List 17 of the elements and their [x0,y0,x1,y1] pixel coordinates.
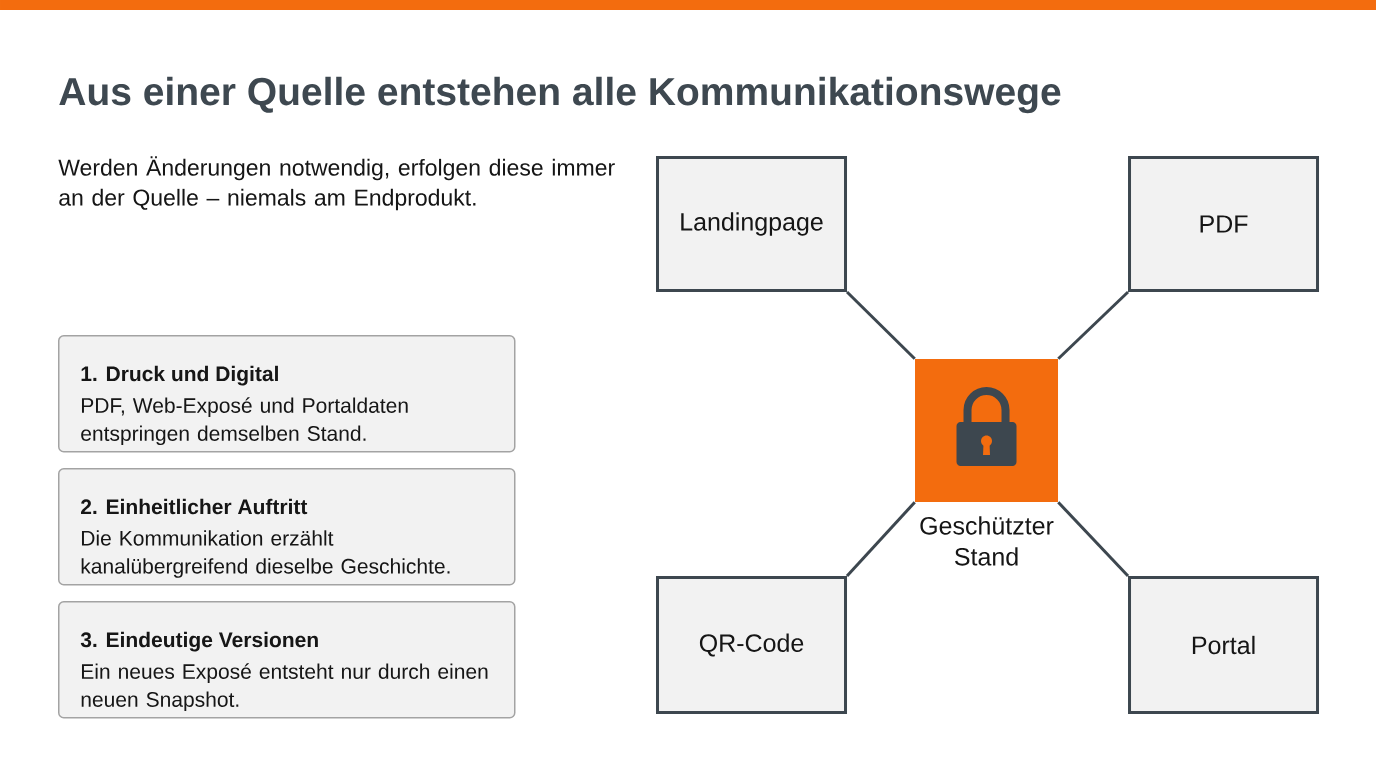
card-heading: 3. Eindeutige Versionen [80,631,318,652]
process-box: Landingpage [656,156,847,292]
title: Aus einer Quelle entstehen alle Kommunikationswege [59,76,1061,114]
connector-line [845,290,916,360]
card-heading: 1. Druck und Digital [81,365,278,386]
connector-line [845,501,916,578]
card-text: Ein neues Exposé entsteht nur durch einen neuen Snapshot. [81,663,488,712]
card-text: PDF, Web-Exposé und Portaldaten entspringen demselben Stand. [81,397,408,446]
process-box: PDF [1128,156,1319,292]
process-box: Portal [1128,576,1319,714]
connector-line [1057,290,1130,360]
card-text: Die Kommunikation erzählt kanalübergreifend dieselbe Geschichte. [81,530,450,578]
paragraph: Werden Änderungen notwendig, erfolgen diese immer an der Quelle – niemals am Endprodukt. [58,156,615,211]
process-box: QR-Code [656,576,847,714]
card-heading: 2. Einheitlicher Auftritt [81,498,308,515]
connector-line [1057,501,1130,578]
node-label: Geschützter Stand [920,516,1054,566]
